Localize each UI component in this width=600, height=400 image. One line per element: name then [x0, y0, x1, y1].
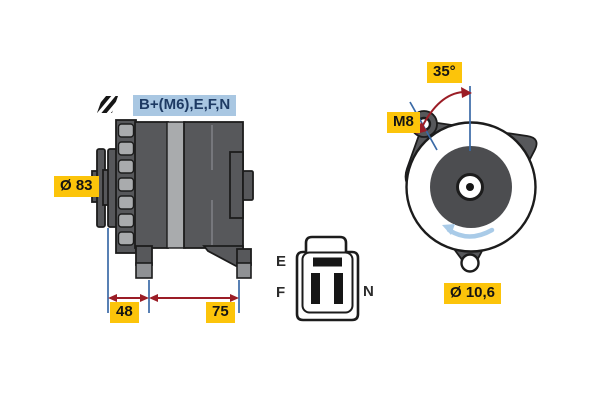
connector-pin-f-label: F [276, 284, 286, 301]
connector-pin-slot-n [334, 273, 343, 304]
connector-pin-slot-e [313, 257, 342, 267]
rotation-direction-arrow [442, 224, 495, 239]
connector-pin-e-label: E [276, 253, 287, 270]
front-view [404, 86, 538, 273]
side-view [91, 119, 254, 313]
mounting-lugs [135, 245, 252, 279]
terminal-block [242, 170, 254, 201]
lower-mount-hole [460, 253, 480, 273]
dimension-48-label: 48 [110, 302, 139, 323]
dimension-75-label: 75 [206, 302, 235, 323]
dimension-lines [107, 228, 240, 313]
terminals-label: B+(M6),E,F,N [133, 95, 237, 116]
connector-pin-n-label: N [363, 283, 374, 300]
hatched-square-icon [97, 96, 118, 113]
mount-angle-label: 35° [427, 62, 462, 83]
connector-pin-slot-f [311, 273, 320, 304]
thread-size-label: M8 [387, 112, 420, 133]
shaft-center [466, 183, 474, 191]
connector-plug [295, 235, 360, 322]
pulley-diameter-label: Ø 83 [54, 176, 99, 197]
mount-hole-diameter-label: Ø 10,6 [444, 283, 502, 304]
fan [115, 119, 137, 254]
housing [134, 121, 254, 249]
